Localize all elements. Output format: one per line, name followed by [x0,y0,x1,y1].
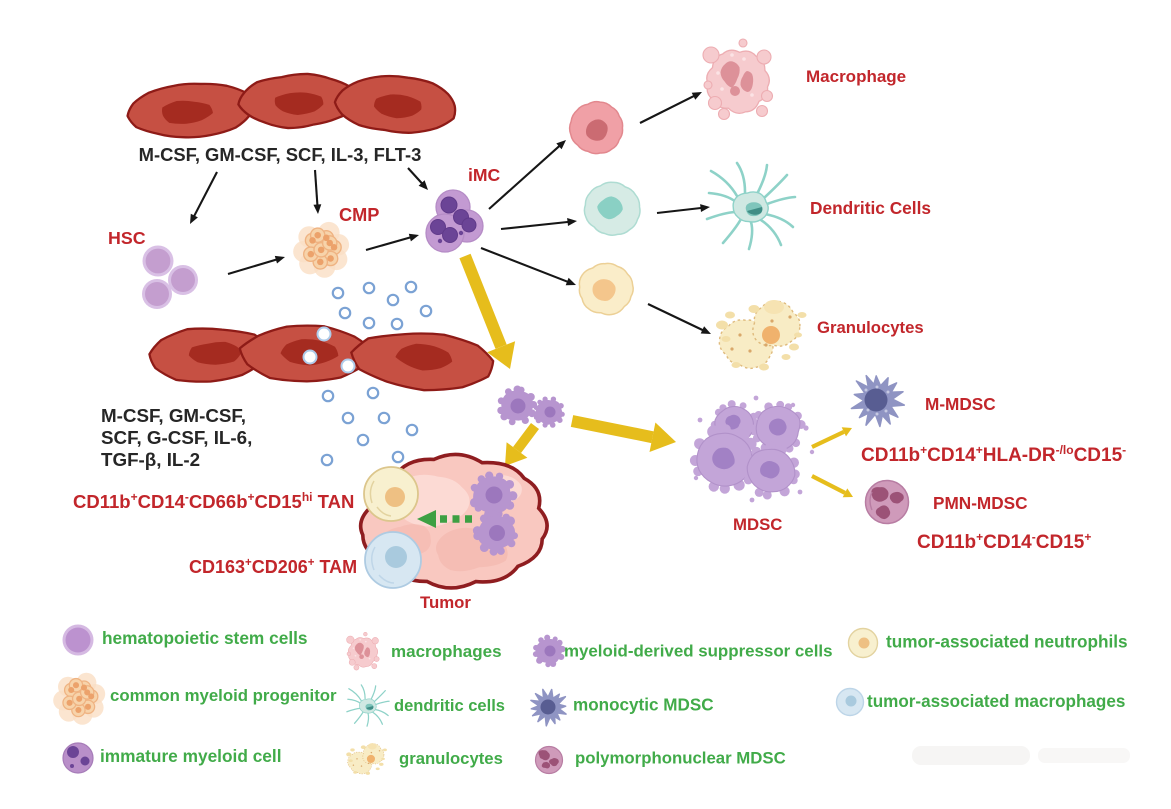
svg-text:PMN-MDSC: PMN-MDSC [933,493,1028,513]
svg-text:Dendritic Cells: Dendritic Cells [810,198,931,218]
svg-text:myeloid-derived suppressor cel: myeloid-derived suppressor cells [564,642,832,661]
svg-text:Tumor: Tumor [420,593,471,612]
svg-text:CD11b+​CD14+​HLA-DR-/lo​CD15-​: CD11b+​CD14+​HLA-DR-/lo​CD15-​ [861,443,1126,466]
svg-text:M-CSF, GM-CSF, SCF, IL-3, FLT-: M-CSF, GM-CSF, SCF, IL-3, FLT-3 [139,144,422,165]
svg-text:M-CSF, GM-CSF,: M-CSF, GM-CSF, [101,405,246,426]
svg-text:dendritic cells: dendritic cells [394,697,505,715]
svg-text:M-MDSC: M-MDSC [925,394,996,414]
svg-text:immature myeloid cell: immature myeloid cell [100,746,282,766]
svg-text:TGF-β, IL-2: TGF-β, IL-2 [101,449,200,470]
svg-text:monocytic MDSC: monocytic MDSC [573,696,714,715]
svg-text:polymorphonuclear MDSC: polymorphonuclear MDSC [575,749,786,768]
svg-text:CD163+​CD206+​ TAM: CD163+​CD206+​ TAM [189,557,357,577]
svg-text:MDSC: MDSC [733,515,782,534]
svg-text:common myeloid progenitor: common myeloid progenitor [110,686,337,705]
svg-text:SCF, G-CSF, IL-6,: SCF, G-CSF, IL-6, [101,427,252,448]
svg-text:tumor-associated macrophages: tumor-associated macrophages [867,692,1125,711]
svg-text:tumor-associated neutrophils: tumor-associated neutrophils [886,632,1128,652]
svg-text:granulocytes: granulocytes [399,749,503,768]
svg-text:Granulocytes: Granulocytes [817,318,924,337]
svg-text:CD11b+​CD14-​CD66b+​CD15hi​ TA: CD11b+​CD14-​CD66b+​CD15hi​ TAN [73,490,354,512]
svg-text:macrophages: macrophages [391,642,502,661]
svg-text:HSC: HSC [108,228,146,248]
svg-text:iMC: iMC [468,165,501,185]
svg-text:hematopoietic stem cells: hematopoietic stem cells [102,628,308,648]
svg-text:CMP: CMP [339,205,379,225]
svg-text:Macrophage: Macrophage [806,67,906,86]
svg-text:CD11b+​CD14-​CD15+​: CD11b+​CD14-​CD15+​ [917,530,1091,553]
